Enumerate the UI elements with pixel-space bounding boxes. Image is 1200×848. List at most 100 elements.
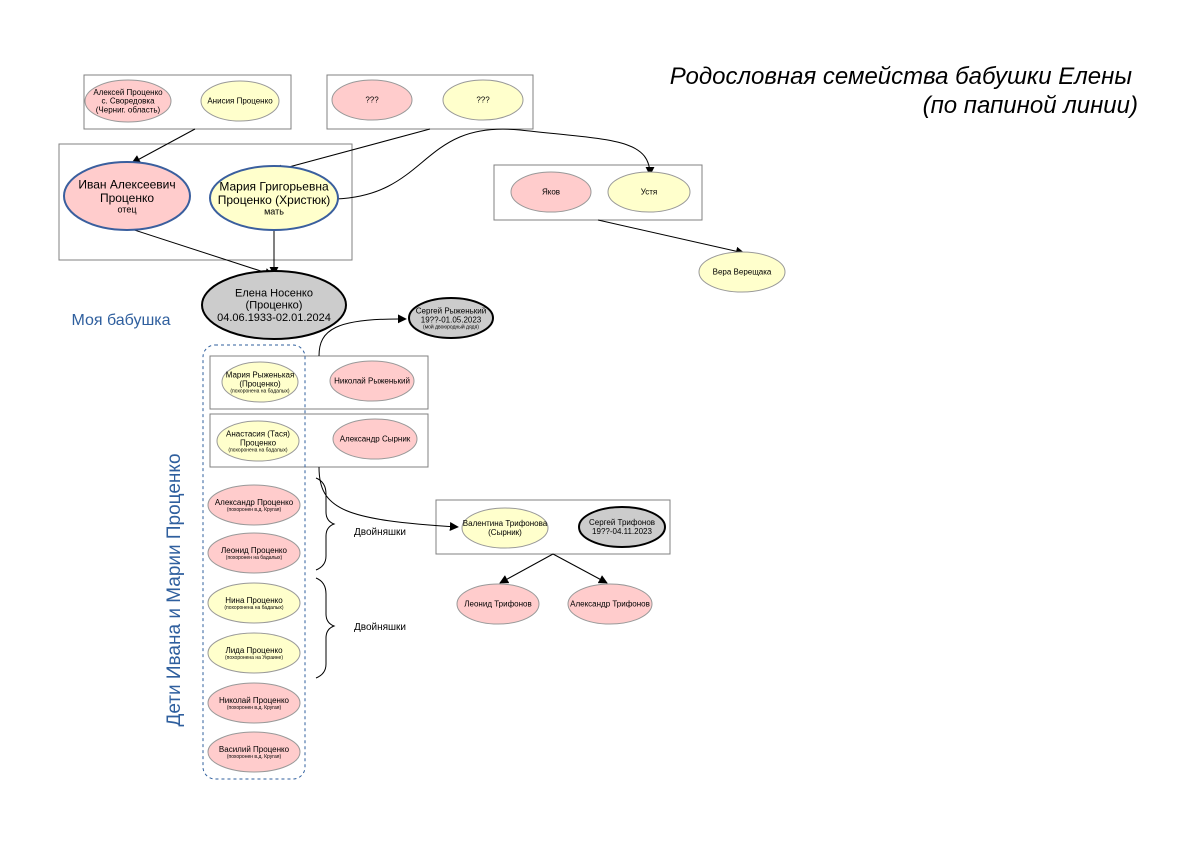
person-name-line: 19??-01.05.2023 [421, 315, 482, 324]
person-ellipse [216, 420, 300, 462]
person-note: (похоронена на бадалых) [230, 389, 290, 395]
person-note: (мой двоюродный дядя) [423, 324, 479, 331]
person-unknown-m: ??? [331, 79, 413, 121]
link-ivan-elena [124, 226, 274, 277]
link-maria-r-sergey [318, 314, 407, 357]
person-name-line: Елена Носенко [235, 287, 313, 299]
person-name-line: ??? [365, 96, 379, 105]
link-family-alexandr-t [552, 553, 608, 584]
person-note: (похоронен в.д. Кругая) [227, 705, 282, 711]
person-ellipse [84, 79, 172, 123]
person-name-line: (Сырник) [488, 528, 522, 537]
title-line-1: Родословная семейства бабушки Елены [670, 63, 1133, 90]
person-name-line: Алексей Проценко [93, 88, 163, 97]
person-valentina: Валентина Трифонова(Сырник) [461, 507, 549, 549]
person-ellipse [200, 80, 280, 122]
person-name-line: Николай Проценко [219, 696, 290, 705]
person-ellipse [207, 632, 301, 674]
person-nikolay-p: Николай Проценко(похоронен в.д. Кругая) [207, 682, 301, 724]
person-name-line: (Проценко) [239, 379, 281, 388]
parents-box [58, 143, 353, 261]
person-maria-r: Мария Рыженькая(Проценко)(похоронена на … [221, 361, 299, 403]
person-name-line: Василий Проценко [219, 745, 290, 754]
person-name-line: Александр Трифонов [570, 600, 650, 609]
person-ellipse [63, 161, 191, 231]
person-ellipse [207, 731, 301, 773]
person-lida: Лида Проценко(похоронена на Украине) [207, 632, 301, 674]
person-name-line: Леонид Трифонов [464, 600, 531, 609]
person-note: (похоронен в.д. Кругая) [227, 507, 282, 513]
person-name-line: Вера Верещака [713, 268, 772, 277]
person-name-line: Яков [542, 188, 560, 197]
person-alexandr-t: Александр Трифонов [567, 583, 653, 625]
twins-brace-1 [315, 477, 336, 571]
person-ellipse [201, 270, 347, 340]
person-note: отец [118, 205, 137, 215]
link-anastasia-valentina [318, 466, 459, 531]
person-ellipse [207, 582, 301, 624]
twins-brace-2 [315, 577, 336, 679]
person-yakov: Яков [510, 171, 592, 213]
person-note: (похоронена на бадалых) [228, 448, 288, 454]
person-anastasia: Анастасия (Тася)Проценко(похоронена на б… [216, 420, 300, 462]
person-ellipse [442, 79, 524, 121]
person-name-line: Иван Алексеевич [78, 177, 175, 191]
person-ellipse [207, 532, 301, 574]
person-name-line: Александр Сырник [340, 435, 411, 444]
person-name-line: Сергей Рыженький [416, 306, 486, 315]
person-alexandr-s: Александр Сырник [332, 418, 418, 460]
person-nina: Нина Проценко(похоронена на бадалых) [207, 582, 301, 624]
person-note: (похоронен в.д. Кругая) [227, 754, 282, 760]
person-note: (похоронена на Украине) [225, 655, 283, 661]
children-vertical-label: Дети Ивана и Марии Проценко [164, 453, 185, 726]
person-ellipse [207, 682, 301, 724]
person-name-line: Проценко (Христюк) [218, 193, 331, 207]
person-ellipse [329, 360, 415, 402]
person-ellipse [209, 165, 339, 231]
person-name-line: ??? [476, 96, 490, 105]
person-name-line: (Черниг. область) [96, 106, 161, 115]
person-ellipse [408, 297, 494, 339]
link-alexey-ivan [131, 128, 196, 164]
person-name-line: Николай Рыженький [334, 377, 410, 386]
person-name-line: Сергей Трифонов [589, 518, 655, 527]
person-name-line: (Проценко) [246, 300, 303, 312]
person-name-line: Валентина Трифонова [463, 519, 548, 528]
person-vasiliy: Василий Проценко(похоронен в.д. Кругая) [207, 731, 301, 773]
person-ustya: Устя [607, 171, 691, 213]
my-grandma-label: Моя бабушка [71, 312, 170, 329]
person-name-line: Леонид Проценко [221, 546, 288, 555]
person-ellipse [578, 506, 666, 548]
person-ellipse [221, 361, 299, 403]
person-note: (похоронена на бадалых) [224, 605, 284, 611]
person-name-line: Устя [641, 188, 658, 197]
link-unknown-maria [273, 128, 431, 174]
person-elena: Елена Носенко(Проценко)04.06.1933-02.01.… [201, 270, 347, 340]
person-ellipse [331, 79, 413, 121]
person-ellipse [332, 418, 418, 460]
person-name-line: Мария Григорьевна [219, 179, 329, 193]
person-ellipse [567, 583, 653, 625]
person-name-line: Проценко [100, 191, 154, 205]
person-nikolay-r: Николай Рыженький [329, 360, 415, 402]
person-note: (похоронен на бадалых) [226, 555, 283, 561]
person-ellipse [607, 171, 691, 213]
children-group-box [202, 344, 306, 780]
twins-label-2: Двойняшки [354, 622, 406, 633]
person-unknown-f: ??? [442, 79, 524, 121]
person-name-line: 19??-04.11.2023 [592, 527, 652, 536]
great-grandparents-paternal-box [83, 74, 292, 130]
person-vera: Вера Верещака [698, 251, 786, 293]
person-ellipse [698, 251, 786, 293]
person-name-line: Проценко [240, 438, 277, 447]
person-ellipse [207, 484, 301, 526]
person-ellipse [510, 171, 592, 213]
person-name-line: Анастасия (Тася) [226, 429, 290, 438]
person-note: мать [264, 207, 284, 217]
person-name-line: Мария Рыженькая [226, 370, 295, 379]
person-name-line: с. Своредовка [101, 97, 155, 106]
